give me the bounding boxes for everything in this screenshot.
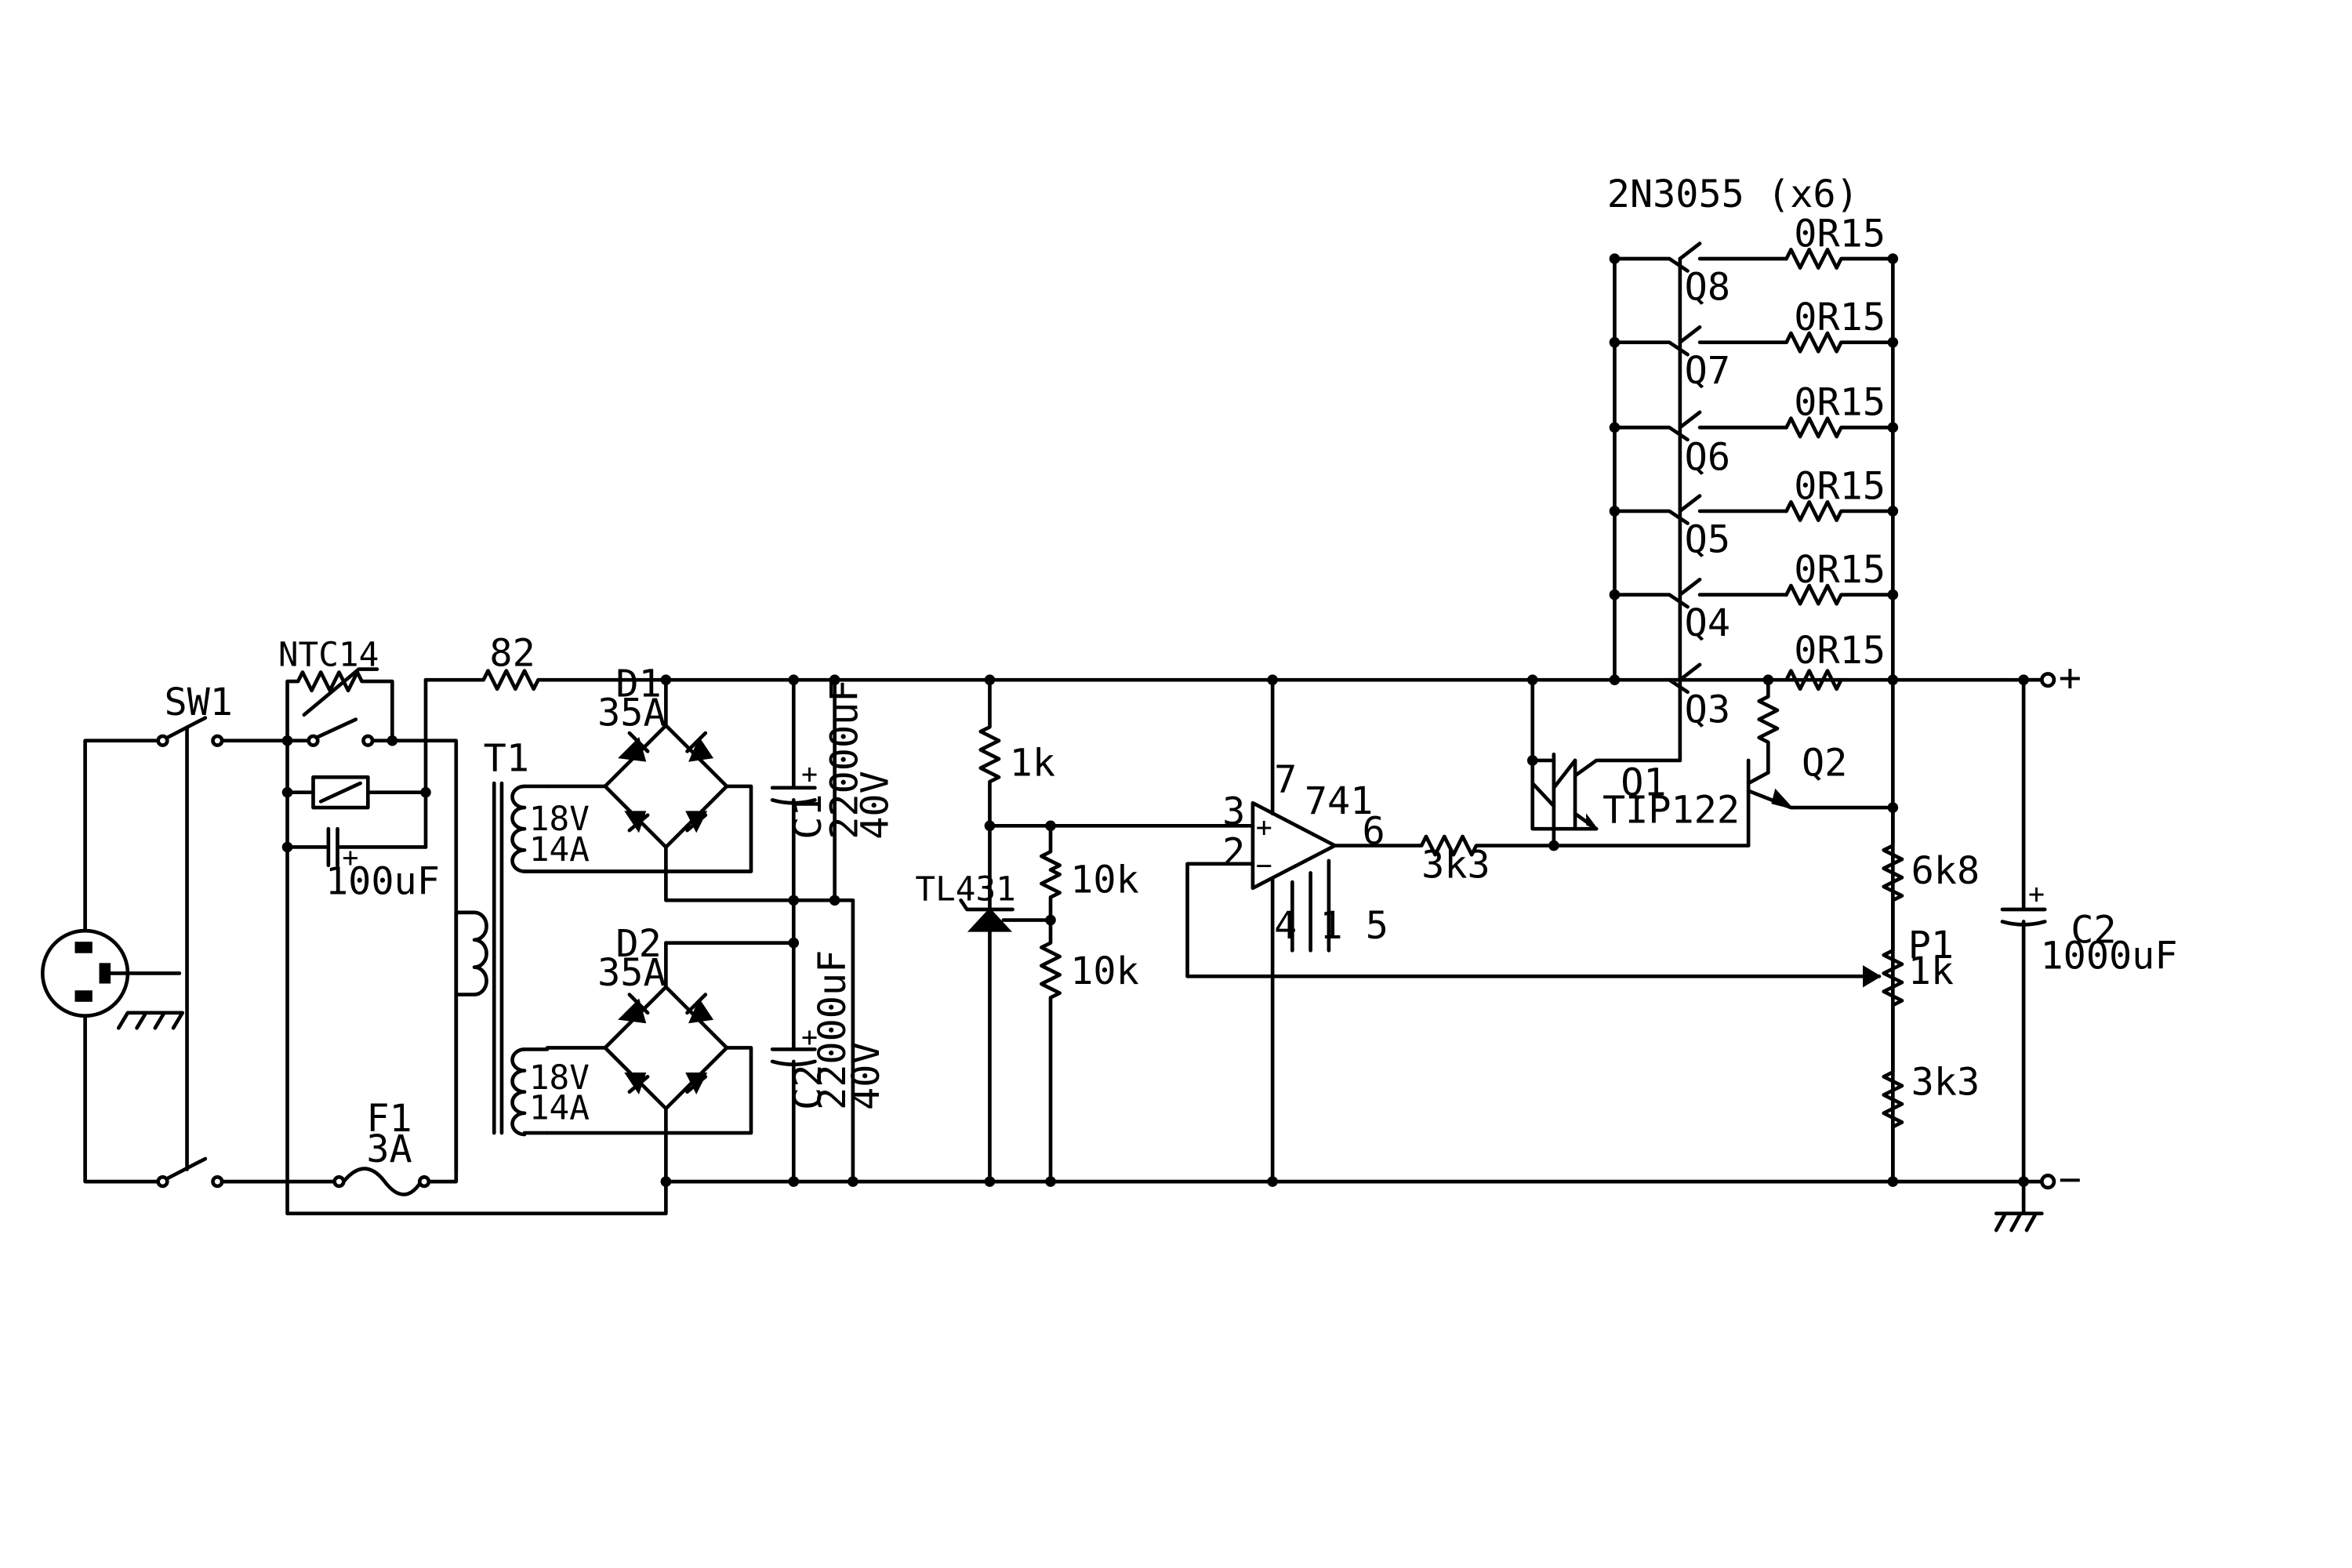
f1-label: F1 — [366, 1097, 412, 1141]
relay-cap-plus: + — [342, 843, 358, 874]
d1-value: 35A — [597, 691, 666, 735]
pins-bottom-label: 4 1 5 — [1274, 904, 1388, 948]
t1-label: T1 — [484, 737, 529, 781]
c2a-value: 22000uF — [811, 950, 855, 1110]
q7-label: Q7 — [1685, 349, 1730, 393]
feedback-divider: 6k8 P1 1k 3k3 — [1863, 805, 1980, 1184]
pin7-label: 7 — [1274, 758, 1297, 802]
pass-transistors: 2N3055 (x6) Q8 Q7 Q6 Q5 — [1607, 172, 1899, 1184]
r10k-bot-label: 10k — [1070, 949, 1139, 993]
opamp-label: 741 — [1305, 779, 1374, 823]
transistor-q2: Q2 — [1746, 677, 1899, 848]
tl431-label: TL431 — [915, 869, 1015, 909]
opamp-plus: + — [1256, 812, 1272, 844]
sw1-label: SW1 — [164, 681, 233, 724]
r3k3-bot-label: 3k3 — [1911, 1061, 1980, 1105]
p1-value: 1k — [1908, 949, 1954, 993]
q1-type: TIP122 — [1602, 788, 1740, 832]
d1-label: D1 — [615, 662, 661, 706]
c2a-plus: + — [801, 1022, 818, 1054]
resistor-82: 82 — [423, 632, 668, 691]
c1-plus: + — [801, 759, 818, 790]
transistor-q7: Q7 — [1609, 325, 1899, 393]
c1-label: C1 — [786, 793, 830, 839]
transformer-t1: T1 18V 14A 18V 14A — [454, 737, 590, 1173]
re-q4: 0R15 — [1794, 548, 1886, 592]
q6-label: Q6 — [1685, 436, 1730, 480]
switch-sw1: SW1 — [156, 681, 233, 1189]
transistor-q1: Q1 TIP122 — [1526, 677, 1740, 848]
pin3-label: 3 — [1222, 789, 1245, 833]
sec-bot-amp: 14A — [529, 1089, 590, 1128]
cap-c2-output: + C2 1000uF — [1994, 677, 2178, 1232]
out-minus: − — [2059, 1158, 2082, 1202]
bridge-d1: D1 35A — [545, 662, 796, 902]
reference-network: 1k TL431 10k 10k — [915, 677, 1139, 1184]
q8-label: Q8 — [1685, 265, 1730, 309]
transistor-q5: Q5 — [1609, 494, 1899, 561]
q5-label: Q5 — [1685, 517, 1730, 561]
mains-plug — [40, 739, 185, 1184]
transistor-q8: Q8 — [1609, 241, 1899, 309]
sec-bot-volt: 18V — [529, 1058, 590, 1098]
emitter-resistors: 0R15 0R15 0R15 0R15 0R15 0R15 — [1784, 212, 1895, 691]
bridge-d2: D2 35A — [522, 922, 796, 1184]
q3-label: Q3 — [1685, 688, 1730, 731]
f1-value: 3A — [366, 1127, 412, 1171]
output-terminals: + − — [2040, 656, 2082, 1202]
q4-label: Q4 — [1685, 601, 1730, 645]
opamp-741: + − 741 7 3 2 6 4 1 5 — [1048, 677, 1882, 1184]
array-label: 2N3055 (x6) — [1607, 172, 1859, 216]
resistor-3k3-base: 3k3 — [1333, 834, 1751, 887]
re-q3: 0R15 — [1794, 629, 1886, 673]
negative-rail — [660, 1176, 2042, 1187]
c1-voltage: 40V — [854, 771, 898, 840]
opamp-minus: − — [1256, 850, 1272, 881]
d2-value: 35A — [597, 951, 666, 995]
inrush-limiter: NTC14 + 100uF — [220, 636, 668, 1216]
sec-top-volt: 18V — [529, 800, 590, 839]
re-q8: 0R15 — [1794, 212, 1886, 256]
c1-value: 22000uF — [823, 680, 867, 840]
cap-c1: + C1 — [770, 677, 830, 949]
r10k-top-label: 10k — [1070, 858, 1139, 902]
q2-label: Q2 — [1802, 741, 1847, 785]
out-plus: + — [2059, 656, 2082, 700]
sec-top-amp: 14A — [529, 830, 590, 869]
ntc-label: NTC14 — [278, 636, 379, 675]
c2-out-plus: + — [2028, 879, 2045, 910]
q1-label: Q1 — [1621, 761, 1666, 805]
cap-c1-ratings: 22000uF 40V — [791, 677, 898, 906]
c2a-label: C2 — [786, 1065, 830, 1110]
r82-label: 82 — [489, 632, 535, 676]
transistor-q4: Q4 — [1609, 577, 1899, 645]
re-q7: 0R15 — [1794, 296, 1886, 339]
transistor-q3: Q3 — [1667, 662, 1730, 731]
c2-out-label: C2 — [2071, 909, 2116, 953]
re-q6: 0R15 — [1794, 381, 1886, 425]
c2-out-value: 1000uF — [2040, 935, 2177, 978]
r6k8-label: 6k8 — [1911, 849, 1980, 893]
d2-label: D2 — [615, 922, 661, 966]
re-q5: 0R15 — [1794, 464, 1886, 508]
r3k3-base-label: 3k3 — [1421, 843, 1490, 887]
r1k-label: 1k — [1010, 741, 1055, 785]
cap-c2a: + C2 22000uF 40V — [770, 898, 888, 1187]
pin2-label: 2 — [1222, 831, 1245, 875]
p1-label: P1 — [1908, 924, 1954, 967]
c2a-voltage: 40V — [844, 1041, 888, 1110]
relay-cap-label: 100uF — [325, 860, 440, 904]
fuse-f1: F1 3A — [220, 1097, 459, 1196]
